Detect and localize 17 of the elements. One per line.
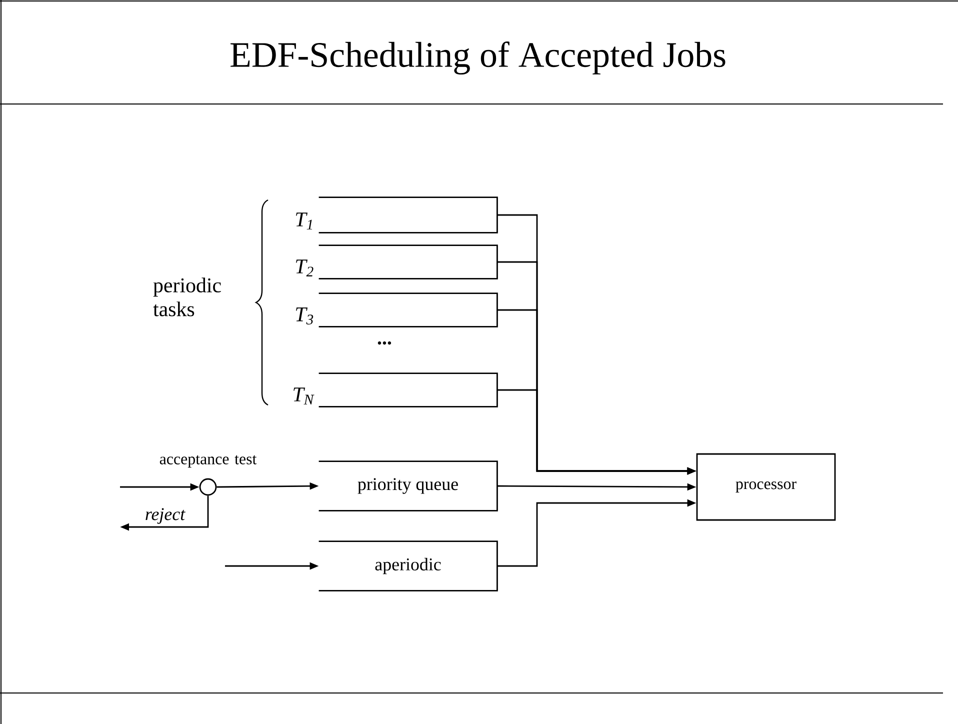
task-label: T$_{2}$ — [296, 260, 314, 276]
queue: priority queue — [318, 460, 498, 512]
task-label: T$_{1}$ — [296, 212, 312, 230]
processor-box: processor — [696, 453, 836, 521]
queue — [318, 372, 498, 408]
ellipsis: ... — [378, 341, 392, 345]
queue — [318, 244, 498, 280]
queue: aperiodic — [318, 540, 498, 592]
title: EDF-Scheduling of Accepted Jobs — [230, 42, 726, 74]
task-label: T$_{N}$ — [294, 388, 314, 404]
queue — [318, 292, 498, 328]
task-label: T$_{3}$ — [296, 308, 314, 324]
node-caption: acceptance test — [160, 455, 257, 468]
queue — [318, 196, 498, 234]
edge-label: reject — [146, 508, 186, 524]
label: periodic tasks — [153, 278, 221, 316]
acceptance-test-circle — [199, 478, 217, 496]
